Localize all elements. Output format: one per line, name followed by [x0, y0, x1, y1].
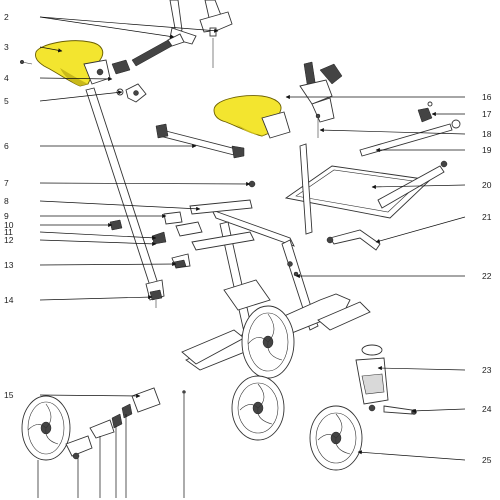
caster-fork-part	[355, 344, 389, 412]
callout-21: 21	[482, 212, 492, 222]
basket-tray-part	[284, 160, 448, 219]
callout-20: 20	[482, 180, 492, 190]
callout-13: 13	[4, 260, 14, 270]
callout-23: 23	[482, 365, 492, 375]
callout-11: 11	[4, 227, 13, 237]
support-arm-part	[326, 229, 381, 251]
callout-25: 25	[482, 455, 492, 465]
handle-bracket-part	[169, 0, 233, 68]
wheel-rear-right-part	[309, 405, 363, 471]
callout-22: 22	[482, 271, 492, 281]
callout-12: 12	[4, 235, 14, 245]
callout-16: 16	[482, 92, 492, 102]
pin-part	[315, 113, 321, 138]
brake-cable-part	[155, 123, 245, 159]
handle-grip-right-part	[299, 61, 343, 123]
callout-8: 8	[4, 196, 9, 206]
callout-10: 10	[4, 220, 14, 230]
wheel-large-front-part	[21, 395, 71, 461]
callout-6: 6	[4, 141, 9, 151]
callout-24: 24	[482, 404, 492, 414]
callout-15: 15	[4, 390, 14, 400]
callout-7: 7	[4, 178, 9, 188]
callout-3: 3	[4, 42, 9, 52]
lever-part	[417, 101, 433, 123]
axle-bolt-part	[383, 405, 417, 415]
seat-post-rod-part	[85, 87, 165, 308]
wheel-rear-left-part	[241, 305, 295, 379]
seat-right-part	[213, 95, 291, 139]
callout-19: 19	[482, 145, 492, 155]
leader-lines	[37, 16, 466, 498]
callout-9: 9	[4, 211, 9, 221]
callout-5: 5	[4, 96, 9, 106]
cross-rod-part	[359, 119, 461, 157]
seat-left-part	[35, 40, 111, 87]
callout-2: 2	[4, 12, 9, 22]
handle-grip-left-part	[131, 33, 185, 67]
callout-14: 14	[4, 295, 14, 305]
callout-numbers: 2 3 4 5 6 7 8 9 10 11 12 13 14 15 16 17 …	[4, 12, 492, 465]
wheel-middle-part	[231, 375, 285, 441]
callout-17: 17	[482, 109, 492, 119]
callout-4: 4	[4, 73, 9, 83]
wheel-hub-assembly-part	[65, 387, 186, 460]
callout-18: 18	[482, 129, 492, 139]
